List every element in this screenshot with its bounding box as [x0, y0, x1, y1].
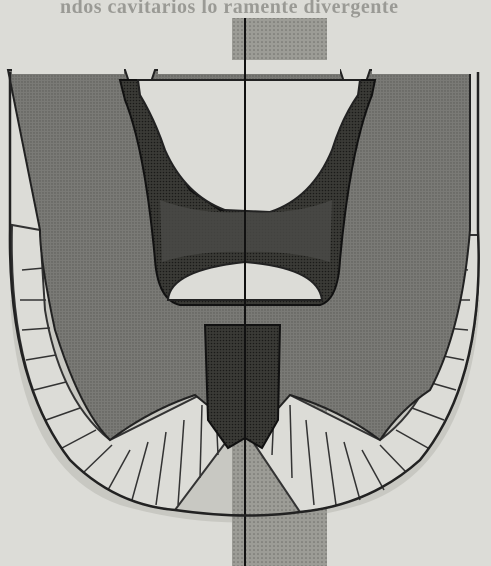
right-rim	[372, 60, 472, 74]
center-rim	[158, 60, 340, 74]
left-rim	[12, 60, 124, 74]
central-post	[205, 325, 280, 448]
